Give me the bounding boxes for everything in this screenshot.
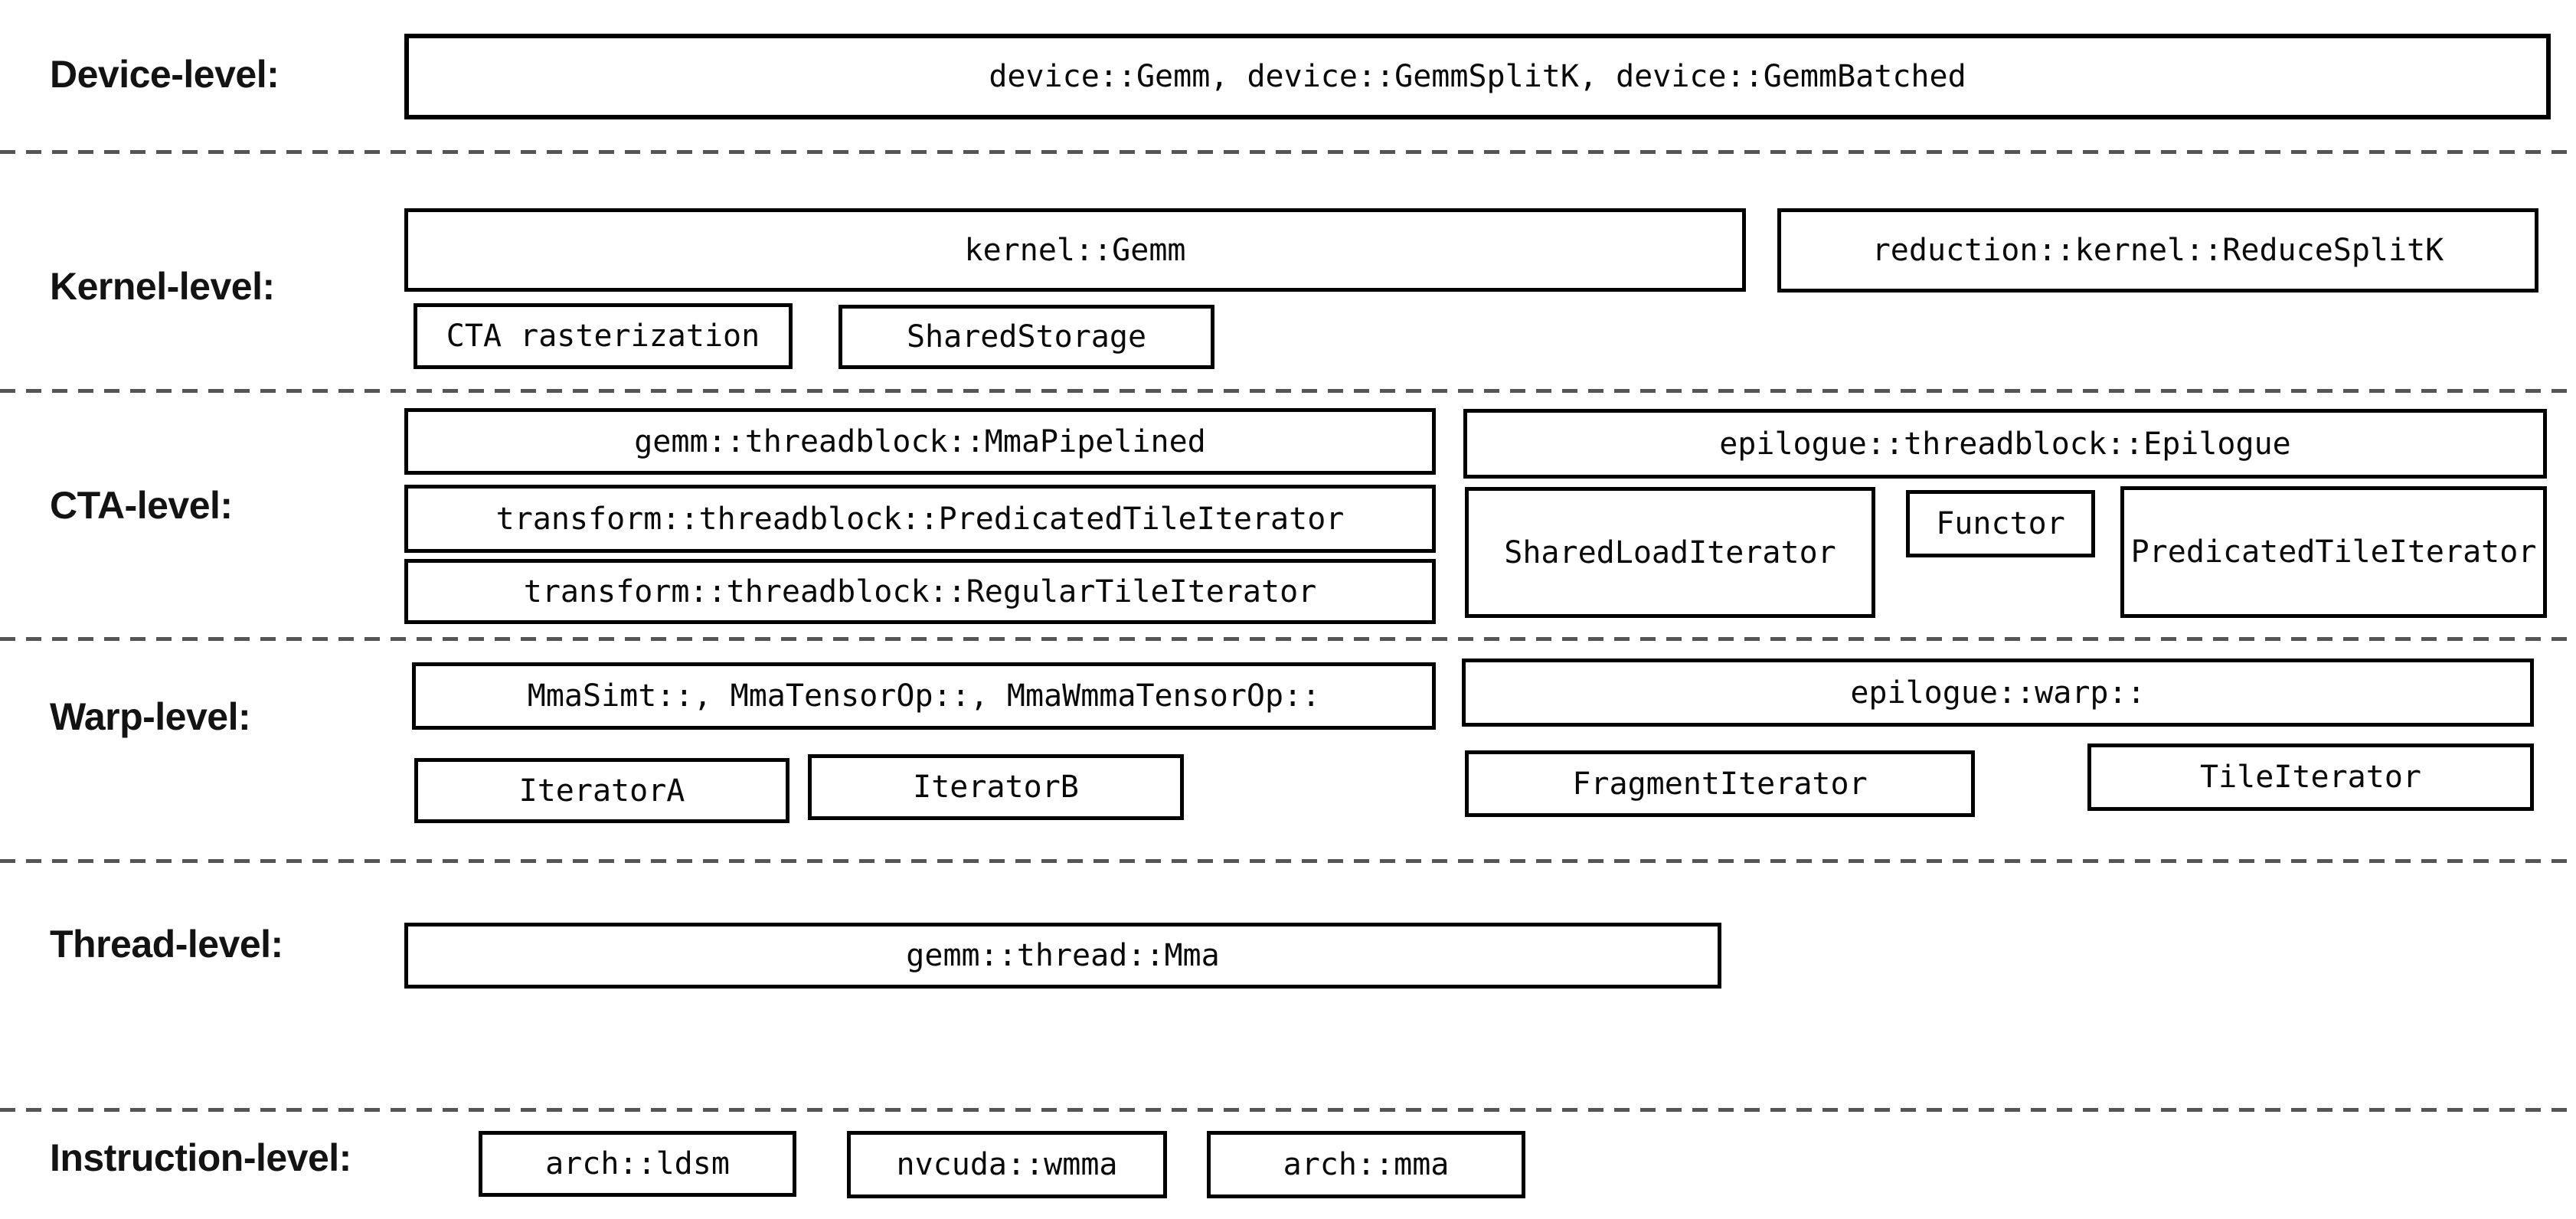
box-iterator-a: IteratorA (414, 758, 789, 823)
box-fragment-iterator: FragmentIterator (1465, 750, 1975, 817)
box-iterator-b: IteratorB (808, 754, 1184, 820)
separator-cta-warp (0, 637, 2576, 641)
level-label-kernel: Kernel-level: (50, 265, 275, 308)
box-tile-iterator: TileIterator (2087, 743, 2534, 811)
level-label-warp: Warp-level: (50, 695, 251, 738)
box-arch-ldsm: arch::ldsm (479, 1131, 796, 1197)
box-reduction-kernel-reduce-splitk: reduction::kernel::ReduceSplitK (1777, 208, 2538, 292)
level-label-thread: Thread-level: (50, 923, 283, 966)
box-transform-threadblock-predicated-tile-iterator: transform::threadblock::PredicatedTileIt… (404, 485, 1436, 553)
box-device-gemm: device::Gemm, device::GemmSplitK, device… (404, 34, 2551, 119)
box-epilogue-threadblock-epilogue: epilogue::threadblock::Epilogue (1463, 409, 2547, 479)
level-label-device: Device-level: (50, 53, 280, 96)
separator-kernel-cta (0, 389, 2576, 393)
level-label-cta: CTA-level: (50, 484, 233, 527)
box-warp-mma-variants: MmaSimt::, MmaTensorOp::, MmaWmmaTensorO… (412, 662, 1436, 730)
box-transform-threadblock-regular-tile-iterator: transform::threadblock::RegularTileItera… (404, 559, 1436, 624)
box-predicated-tile-iterator: PredicatedTileIterator (2120, 486, 2547, 618)
level-label-instruction: Instruction-level: (50, 1136, 351, 1179)
box-functor: Functor (1906, 490, 2095, 557)
box-gemm-thread-mma: gemm::thread::Mma (404, 923, 1721, 989)
separator-thread-instruction (0, 1108, 2576, 1112)
box-epilogue-warp: epilogue::warp:: (1462, 659, 2534, 727)
box-shared-storage: SharedStorage (839, 305, 1214, 369)
box-gemm-threadblock-mma-pipelined: gemm::threadblock::MmaPipelined (404, 408, 1436, 475)
box-kernel-gemm: kernel::Gemm (404, 208, 1746, 292)
separator-warp-thread (0, 859, 2576, 863)
box-arch-mma: arch::mma (1207, 1131, 1525, 1198)
box-cta-rasterization: CTA rasterization (414, 303, 793, 369)
box-nvcuda-wmma: nvcuda::wmma (847, 1131, 1167, 1198)
box-shared-load-iterator: SharedLoadIterator (1465, 487, 1875, 618)
separator-device-kernel (0, 150, 2576, 154)
